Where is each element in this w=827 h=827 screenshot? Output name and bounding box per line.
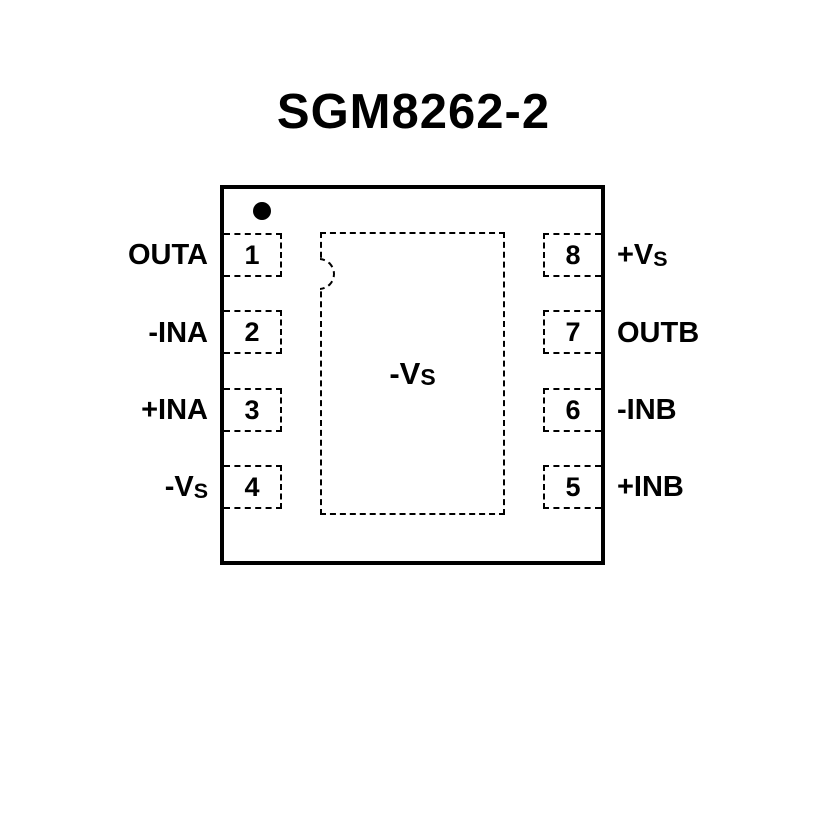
pin-box-2: 2 [224,310,282,354]
pin-label-pos-vs: +VS [617,239,668,271]
thermal-pad: -VS [320,232,505,515]
pin-label-neg-inb: -INB [617,394,677,426]
pin-number: 2 [244,316,260,347]
pad-notch [320,258,335,290]
pin-label-neg-vs: -VS [164,471,208,503]
pad-notch-arc [320,258,335,290]
pin-box-4: 4 [224,465,282,509]
page-title: SGM8262-2 [276,85,551,139]
pin-number: 8 [565,239,581,270]
pin-number: 7 [565,316,581,347]
pin-box-5: 5 [543,465,601,509]
pin-number: 1 [244,239,260,270]
pin-label-neg-ina: -INA [148,317,208,349]
pin-box-6: 6 [543,388,601,432]
pin-number: 4 [244,471,260,502]
pin-label-pos-ina: +INA [141,394,208,426]
pin1-marker-dot [253,202,271,220]
pin-label-pos-inb: +INB [617,471,684,503]
pin-box-8: 8 [543,233,601,277]
thermal-pad-label: -VS [389,355,436,391]
pin-number: 6 [565,394,581,425]
pin-number: 5 [565,471,581,502]
pin-label-outa: OUTA [127,239,208,271]
pin-box-1: 1 [224,233,282,277]
chip-package-outline: 1 2 3 4 8 7 6 5 -VS [220,185,605,565]
pin-label-outb: OUTB [617,317,700,349]
pin-number: 3 [244,394,260,425]
pin-box-7: 7 [543,310,601,354]
pin-box-3: 3 [224,388,282,432]
